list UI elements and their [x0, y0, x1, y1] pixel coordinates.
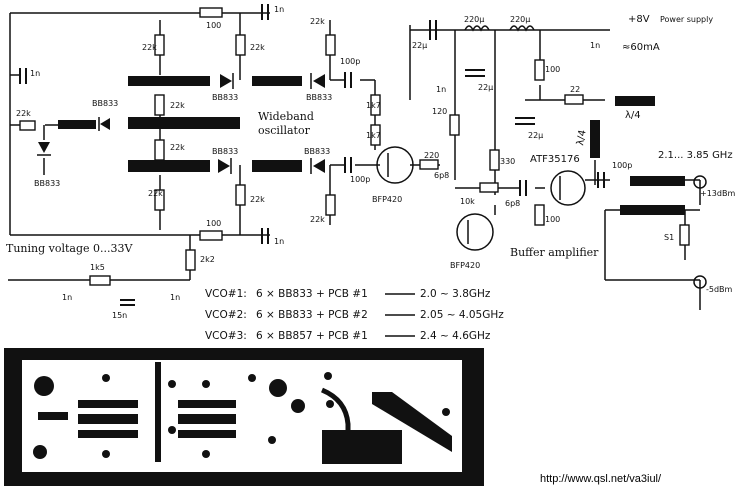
- lambda2-label: λ/4: [575, 129, 589, 146]
- out2-label: -5dBm: [706, 285, 733, 294]
- r22-label: 22: [570, 85, 580, 94]
- diode-label-2: BB833: [212, 93, 238, 102]
- r220-label: 220: [424, 151, 439, 160]
- c22u-a-label: 22μ: [412, 41, 427, 50]
- freq-range: 2.1... 3.85 GHz: [658, 150, 733, 161]
- strip-6: [58, 120, 96, 129]
- vco1-spec: 6 × BB833 + PCB #1: [256, 288, 368, 300]
- bfp-top-label: BFP420: [372, 195, 402, 204]
- c1n-sup-label: 1n: [590, 41, 600, 50]
- supply-current: ≈60mA: [622, 42, 660, 53]
- r120-label: 120: [432, 107, 447, 116]
- diode-label-1: BB833: [92, 99, 118, 108]
- atf-label: ATF35176: [530, 154, 580, 165]
- c6p8a-label: 6p8: [434, 171, 449, 180]
- vco3-name: VCO#3:: [205, 330, 247, 342]
- c1n-tun2-label: 1n: [170, 293, 180, 302]
- c22u-c-label: 22μ: [528, 131, 543, 140]
- c6p8b-label: 6p8: [505, 199, 520, 208]
- vco2-name: VCO#2:: [205, 309, 247, 321]
- diode-label-6: BB833: [34, 179, 60, 188]
- r22k-top-label: 22k: [310, 17, 325, 26]
- r1k7b-label: 1k7: [366, 131, 381, 140]
- r22k-left-label: 22k: [16, 109, 31, 118]
- strip-8: [590, 120, 600, 158]
- lambda-label: λ/4: [625, 110, 641, 121]
- r1k5-label: 1k5: [90, 263, 105, 272]
- strip-9: [630, 176, 685, 186]
- capacitors: [19, 4, 605, 306]
- out1-label: +13dBm: [700, 189, 735, 198]
- diode-label-5: BB833: [304, 147, 330, 156]
- r100c-label: 100: [545, 215, 560, 224]
- r22k-b-label: 22k: [142, 43, 157, 52]
- c1n-bot-label: 1n: [274, 237, 284, 246]
- r10k-label: 10k: [460, 197, 475, 206]
- strip-10: [620, 205, 685, 215]
- c100p-a-label: 100p: [340, 57, 360, 66]
- buffer-label: Buffer amplifier: [510, 246, 599, 259]
- r100d-label: 100: [206, 219, 221, 228]
- wideband-label-2: oscillator: [258, 124, 311, 137]
- output-connectors: [693, 175, 707, 289]
- source-url: http://www.qsl.net/va3iul/: [540, 473, 662, 485]
- c1n-tun-label: 1n: [62, 293, 72, 302]
- strip-3: [128, 160, 210, 172]
- r22k-e-label: 22k: [148, 189, 163, 198]
- wideband-label-1: Wideband: [258, 110, 314, 123]
- strip-2: [128, 117, 240, 129]
- vco1-range: 2.0 ~ 3.8GHz: [420, 288, 491, 300]
- strip-7: [615, 96, 655, 106]
- r100a-label: 100: [206, 21, 221, 30]
- c22u-b-label: 22μ: [478, 83, 493, 92]
- vco1-name: VCO#1:: [205, 288, 247, 300]
- varactor-diodes: [37, 73, 325, 174]
- strip-1: [128, 76, 210, 86]
- c100p-b-label: 100p: [350, 175, 370, 184]
- r100b-label: 100: [545, 65, 560, 74]
- vco2-range: 2.05 ~ 4.05GHz: [420, 309, 504, 321]
- r22k-d-label: 22k: [170, 143, 185, 152]
- r22k-f-label: 22k: [250, 195, 265, 204]
- transistors: [376, 146, 586, 251]
- r330-label: 330: [500, 157, 515, 166]
- l220u-b-label: 220μ: [510, 15, 530, 24]
- microstrip-bars: [58, 76, 685, 215]
- c15n-label: 15n: [112, 311, 127, 320]
- vco3-range: 2.4 ~ 4.6GHz: [420, 330, 491, 342]
- tuning-label: Tuning voltage 0...33V: [6, 242, 134, 255]
- c1n-top-label: 1n: [274, 5, 284, 14]
- vco3-spec: 6 × BB857 + PCB #1: [256, 330, 368, 342]
- r22k-c-label: 22k: [170, 101, 185, 110]
- switch-label: S1: [664, 233, 674, 242]
- resistors: [19, 7, 690, 286]
- diode-label-3: BB833: [306, 93, 332, 102]
- bfp-bottom-label: BFP420: [450, 261, 480, 270]
- strip-5: [252, 160, 302, 172]
- c1n-left-label: 1n: [30, 69, 40, 78]
- r2k2-label: 2k2: [200, 255, 215, 264]
- inductors: [464, 25, 535, 32]
- vco2-spec: 6 × BB833 + PCB #2: [256, 309, 368, 321]
- vco-table: VCO#1: 6 × BB833 + PCB #1 2.0 ~ 3.8GHz V…: [205, 288, 504, 342]
- supply-voltage: +8V: [628, 14, 650, 25]
- l220u-a-label: 220μ: [464, 15, 484, 24]
- strip-4: [252, 76, 302, 86]
- supply-label: Power supply: [660, 15, 713, 24]
- c1n-sup2-label: 1n: [436, 85, 446, 94]
- diode-label-4: BB833: [212, 147, 238, 156]
- pcb-layout: [4, 348, 484, 486]
- c100p-out-label: 100p: [612, 161, 632, 170]
- r22k-a-label: 22k: [250, 43, 265, 52]
- r1k7a-label: 1k7: [366, 101, 381, 110]
- r22k-g-label: 22k: [310, 215, 325, 224]
